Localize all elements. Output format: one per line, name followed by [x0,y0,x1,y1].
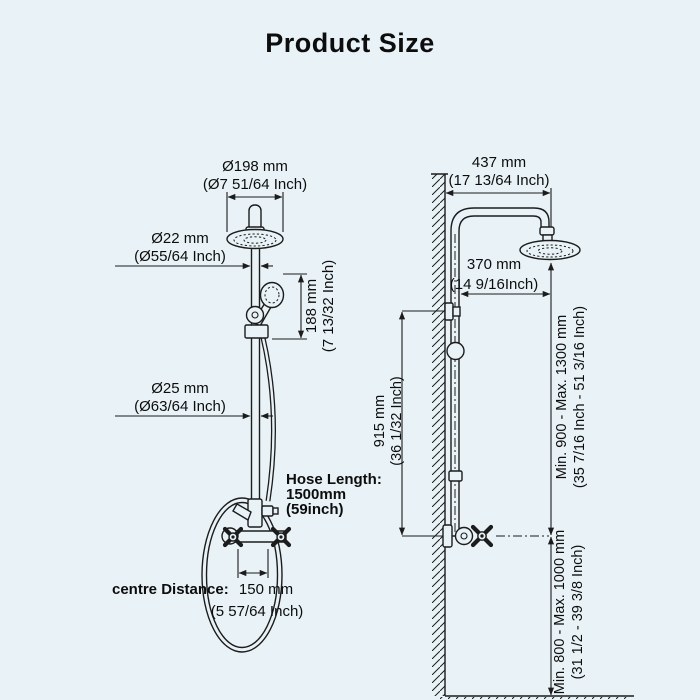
hand-shower-height-inch: (7 13/32 Inch) [320,260,337,353]
hose-nipple [232,503,252,522]
arm-reach-inch: (17 13/64 Inch) [449,172,550,189]
dim-bar-length: 915 mm (36 1/32 Inch) [372,310,445,537]
slider-clamp [448,470,463,482]
pipe-top-mm: Ø22 mm [151,230,209,247]
centre-distance-label-row: centre Distance: 150 mm [112,581,293,598]
wall-bracket [444,302,461,321]
head-height-inch: (35 7/16 Inch - 51 3/16 Inch) [572,306,588,488]
holder-knob [245,305,265,325]
centre-distance-inch: (5 57/64 Inch) [211,603,304,620]
floor [436,695,634,699]
head-diameter-mm: Ø198 mm [222,158,288,175]
hand-shower-height-mm: 188 mm [303,279,320,333]
dim-arm-reach: 437 mm (17 13/64 Inch) [445,154,552,227]
dim-head-offset: 370 mm (14 9/16Inch) [450,256,551,298]
head-diameter-inch: (Ø7 51/64 Inch) [203,176,307,193]
dim-pipe-bottom-diameter: Ø25 mm (Ø63/64 Inch) [115,380,273,420]
left-diagram: Ø198 mm (Ø7 51/64 Inch) Ø22 mm (Ø55/64 I… [112,158,382,653]
dim-head-diameter: Ø198 mm (Ø7 51/64 Inch) [203,158,307,232]
dim-hand-shower-height: 188 mm (7 13/32 Inch) [272,260,337,353]
rain-shower-head [226,204,284,250]
head-connector [539,226,555,236]
wall [431,173,448,696]
hose-length-line2: 1500mm [286,486,346,503]
dim-pipe-top-diameter: Ø22 mm (Ø55/64 Inch) [115,230,273,270]
faucet-assembly [221,498,292,548]
hand-shower [244,281,285,339]
pipe-bottom-mm: Ø25 mm [151,380,209,397]
side-rain-shower-head [519,239,581,261]
page-title: Product Size [265,28,435,58]
slider-ball [446,341,465,361]
valve-height-mm: Min. 800 - Max. 1000 mm [552,530,568,694]
product-size-diagram: Ø198 mm (Ø7 51/64 Inch) Ø22 mm (Ø55/64 I… [112,154,634,699]
pipe-top-inch: (Ø55/64 Inch) [134,248,226,265]
dim-head-height: Min. 900 - Max. 1300 mm (35 7/16 Inch - … [547,262,588,536]
slider-bracket [244,324,269,339]
valve-height-inch: (31 1/2 - 39 3/8 Inch) [570,545,586,680]
head-offset-mm: 370 mm [467,256,521,273]
side-shower-pipe [450,207,555,536]
right-diagram: 437 mm (17 13/64 Inch) 370 mm (14 9/16In… [372,154,634,699]
head-offset-inch: (14 9/16Inch) [450,276,538,293]
dim-centre-distance: centre Distance: 150 mm (5 57/64 Inch) [112,549,303,620]
arm-reach-mm: 437 mm [472,154,526,171]
bar-length-inch: (36 1/32 Inch) [389,376,405,465]
hose-length-line3: (59inch) [286,501,344,518]
pipe-bottom-inch: (Ø63/64 Inch) [134,398,226,415]
side-cross-handle [470,524,494,548]
shower-pipe [250,248,261,501]
left-cross-handle [222,526,244,548]
side-faucet [442,524,549,548]
head-height-mm: Min. 900 - Max. 1300 mm [554,315,570,479]
bar-length-mm: 915 mm [372,395,388,447]
hose-length-note: Hose Length: 1500mm (59inch) [286,471,382,518]
right-cross-handle [270,526,292,548]
shower-hose-loop [201,321,283,653]
hose-length-line1: Hose Length: [286,471,382,488]
dim-valve-height: Min. 800 - Max. 1000 mm (31 1/2 - 39 3/8… [547,530,586,696]
